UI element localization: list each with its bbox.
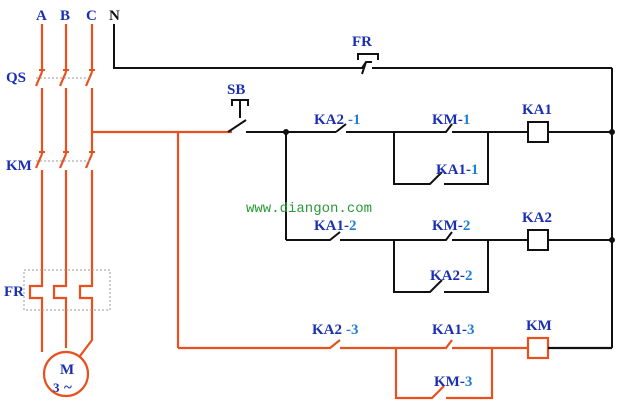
motor-3-label: 3 bbox=[53, 380, 60, 395]
phase-c-label: C bbox=[86, 8, 97, 24]
labels: A B C N QS KM FR FR SB M 3 ~ www.diangon… bbox=[4, 8, 552, 396]
km-coil-label: KM bbox=[526, 318, 552, 334]
junction-dot bbox=[609, 237, 615, 243]
rung2-ka1-contact bbox=[286, 231, 394, 241]
rung1-parallel bbox=[393, 132, 489, 185]
sb-label: SB bbox=[227, 82, 245, 98]
rung1-contact3-label: KA1-1 bbox=[436, 162, 479, 178]
phase-a-label: A bbox=[36, 8, 47, 24]
fr-box bbox=[23, 269, 111, 311]
phase-b-fr-element bbox=[52, 280, 68, 304]
control-circuit bbox=[113, 24, 615, 348]
website-watermark: www.diangon.com bbox=[246, 201, 372, 217]
rung3-contact2-label: KA1-3 bbox=[432, 322, 475, 338]
sb-button bbox=[227, 119, 286, 133]
qs-label: QS bbox=[6, 70, 26, 86]
rung3-ka1-contact bbox=[436, 339, 492, 350]
rung2-contact3-label: KA2-2 bbox=[430, 268, 473, 284]
rung2-contact2-label: KM-2 bbox=[432, 218, 470, 234]
phase-c-qs-blade bbox=[84, 71, 94, 87]
ka1-coil-label: KA1 bbox=[522, 102, 552, 118]
rung1-contact2-label: KM-1 bbox=[432, 112, 470, 128]
junction-dot bbox=[283, 129, 289, 135]
motor-m-label: M bbox=[60, 362, 74, 378]
rung3-parallel bbox=[394, 348, 494, 400]
phase-b-label: B bbox=[60, 8, 70, 24]
phase-a-fr-element bbox=[28, 280, 44, 304]
rung1-ka2-contact bbox=[318, 123, 394, 133]
switch-ticks bbox=[39, 69, 95, 153]
rung3-circuit bbox=[312, 336, 612, 400]
neutral-label: N bbox=[109, 8, 120, 24]
phase-a-km-blade bbox=[34, 153, 44, 169]
phase-c-wire-motor bbox=[79, 304, 94, 357]
sb-actuator bbox=[231, 99, 249, 118]
neutral-wire bbox=[113, 24, 356, 69]
rung2-parallel bbox=[393, 240, 489, 293]
rung3-contact1-label: KA2-3 bbox=[312, 322, 359, 338]
phase-c-fr-element bbox=[78, 280, 94, 304]
ka2-coil bbox=[527, 229, 549, 251]
rung2-km-contact bbox=[432, 231, 488, 241]
km-main-label: KM bbox=[6, 158, 32, 174]
power-circuit bbox=[28, 24, 312, 398]
ka2-coil-label: KA2 bbox=[522, 210, 552, 226]
rung1-contact1-label: KA2-1 bbox=[314, 112, 361, 128]
ka1-coil bbox=[527, 121, 549, 143]
junction-dot bbox=[609, 129, 615, 135]
fr-top-bracket bbox=[357, 53, 379, 60]
rung2-contact1-label: KA1-2 bbox=[314, 218, 357, 234]
phase-b-km-blade bbox=[58, 153, 68, 169]
km-coil bbox=[526, 336, 550, 360]
fr-top-contact bbox=[356, 61, 612, 75]
phase-b-qs-blade bbox=[58, 71, 68, 87]
rung1-km-contact bbox=[432, 123, 488, 133]
mechanical-linkages bbox=[23, 77, 111, 311]
motor-tilde-label: ~ bbox=[64, 380, 72, 396]
motor-circle bbox=[42, 350, 90, 398]
phase-a-qs-blade bbox=[34, 71, 44, 87]
rung3-contact3-label: KM-3 bbox=[434, 374, 472, 390]
fr-top-label: FR bbox=[352, 34, 372, 50]
fr-left-label: FR bbox=[4, 284, 24, 300]
rung3-ka2-contact bbox=[312, 339, 396, 350]
